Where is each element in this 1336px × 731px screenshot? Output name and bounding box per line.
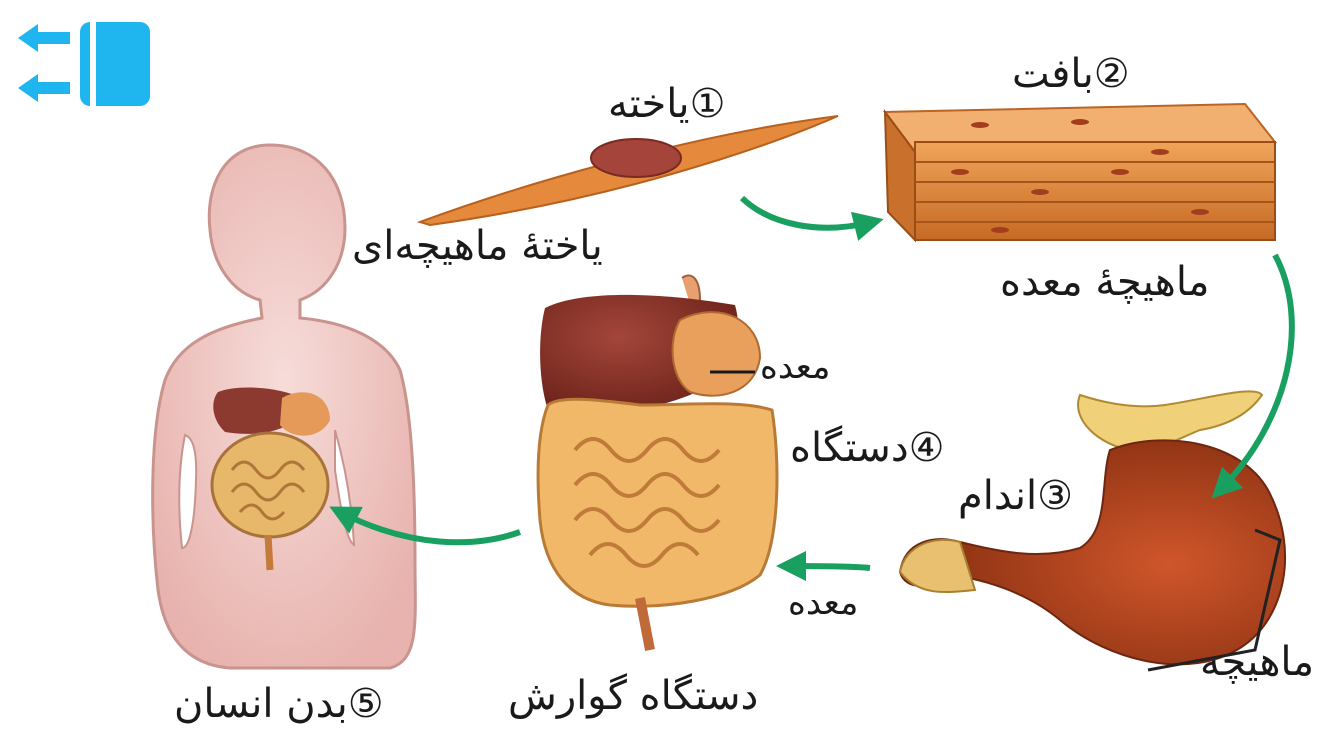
level-1-example: یاختهٔ ماهیچه‌ای — [352, 226, 603, 266]
stomach-illustration — [900, 391, 1285, 670]
arrow-organ-to-system — [788, 566, 870, 568]
back-to-book-icon[interactable] — [14, 18, 154, 110]
level-1-label: ①یاخته — [608, 84, 725, 124]
level-2-label: ②بافت — [1012, 54, 1130, 94]
level-5-label: ⑤بدن انسان — [174, 684, 384, 724]
level-4-label: ④دستگاه — [790, 428, 945, 468]
level-4-example: معده — [788, 586, 858, 620]
digestive-system-illustration — [538, 276, 777, 650]
muscle-cell-illustration — [420, 116, 838, 225]
nav-icon-graphic — [14, 18, 154, 110]
stomach-pointer-label: معده — [760, 350, 830, 384]
arrow-cell-to-tissue — [742, 198, 872, 228]
level-3-label: ③اندام — [958, 476, 1073, 516]
level-2-example: ماهیچهٔ معده — [1000, 262, 1209, 302]
level-3-example: ماهیچه — [1200, 642, 1314, 682]
muscle-tissue-illustration — [885, 104, 1275, 240]
digestive-system-caption: دستگاه گوارش — [508, 676, 758, 716]
